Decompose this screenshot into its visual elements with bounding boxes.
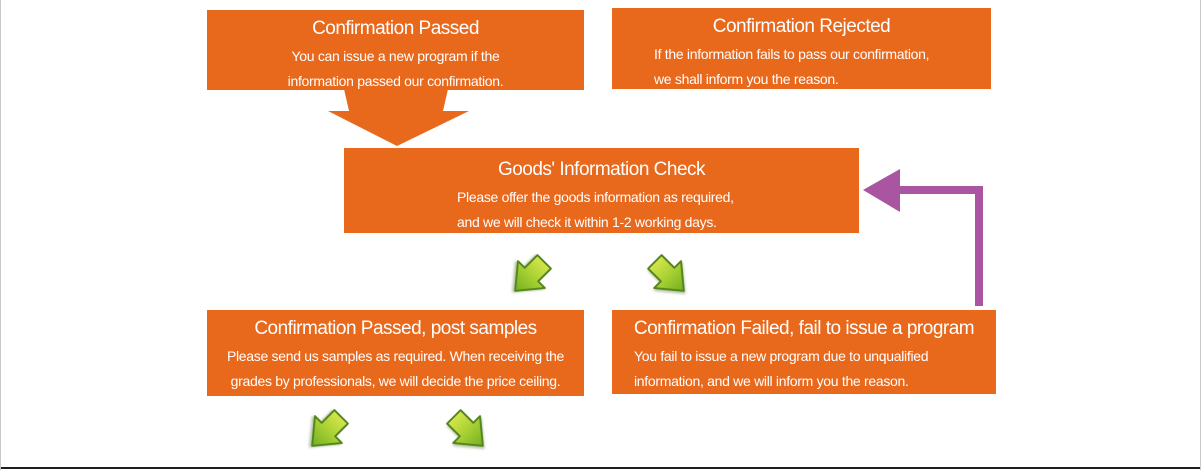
box-body-line: Please offer the goods information as re…	[457, 189, 734, 205]
box-title: Goods' Information Check	[497, 159, 706, 180]
box-body-line: You can issue a new program if the	[291, 48, 500, 64]
down-left-arrow-icon	[311, 409, 349, 447]
box-confirmation-rejected: Confirmation Rejected If the information…	[612, 8, 991, 89]
bottom-divider	[1, 467, 1200, 469]
big-down-arrow-icon	[328, 89, 469, 146]
box-title: Confirmation Passed, post samples	[254, 318, 537, 339]
box-confirmation-passed: Confirmation Passed You can issue a new …	[207, 10, 584, 90]
box-body-line: and we will check it within 1-2 working …	[457, 214, 717, 230]
return-left-arrow-icon	[863, 169, 983, 306]
box-body-line: information passed our confirmation.	[287, 73, 504, 89]
box-confirmation-passed-post-samples: Confirmation Passed, post samples Please…	[207, 310, 584, 396]
box-title: Confirmation Failed, fail to issue a pro…	[633, 318, 975, 339]
box-body-line: grades by professionals, we will decide …	[230, 373, 561, 389]
box-body: You can issue a new program if the infor…	[207, 44, 584, 94]
box-body-line: If the information fails to pass our con…	[654, 46, 930, 62]
down-right-arrow-icon	[446, 409, 484, 447]
box-goods-information-check: Goods' Information Check Please offer th…	[344, 148, 859, 233]
down-left-arrow-icon	[514, 254, 552, 292]
box-confirmation-failed-fail-to-issue: Confirmation Failed, fail to issue a pro…	[612, 310, 996, 394]
box-body-line: we shall inform you the reason.	[654, 71, 839, 87]
box-body: You fail to issue a new program due to u…	[612, 344, 996, 394]
box-body: Please offer the goods information as re…	[344, 185, 859, 235]
box-body-line: You fail to issue a new program due to u…	[634, 348, 929, 364]
box-body: Please send us samples as required. When…	[207, 344, 584, 394]
down-right-arrow-icon	[647, 254, 685, 292]
box-title: Confirmation Passed	[312, 18, 479, 39]
box-body-line: information, and we will inform you the …	[634, 373, 909, 389]
box-title: Confirmation Rejected	[712, 16, 891, 37]
box-body: If the information fails to pass our con…	[612, 42, 991, 92]
box-body-line: Please send us samples as required. When…	[226, 348, 565, 364]
